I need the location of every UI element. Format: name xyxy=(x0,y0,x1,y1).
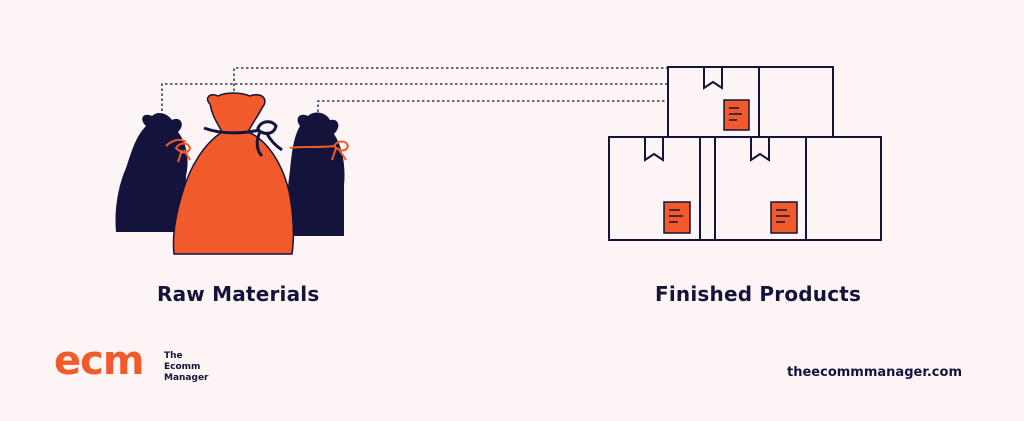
box-left-label-icon xyxy=(663,201,691,234)
connector-right-bag xyxy=(317,100,668,117)
box-bottom-right xyxy=(714,136,882,241)
raw-material-bag-left xyxy=(115,113,192,232)
connector-lines xyxy=(161,67,668,117)
raw-materials-label: Raw Materials xyxy=(157,282,320,306)
brand-name-line2: Ecomm xyxy=(164,362,201,372)
site-url: theecommmanager.com xyxy=(787,365,962,380)
brand-name: The Ecomm Manager xyxy=(164,351,209,384)
raw-material-bag-front xyxy=(172,92,295,255)
box-top xyxy=(667,66,834,138)
brand-name-line1: The xyxy=(164,351,183,361)
raw-material-bag-right xyxy=(282,112,350,236)
connector-left-bag xyxy=(161,83,668,116)
box-top-label-icon xyxy=(723,99,750,131)
box-right-label-icon xyxy=(770,201,798,234)
brand-mark: ecm xyxy=(54,338,145,384)
connector-center-bag xyxy=(233,67,668,96)
finished-products-boxes xyxy=(608,66,882,241)
finished-products-label: Finished Products xyxy=(655,282,862,306)
box-label-icons xyxy=(663,99,798,234)
brand-name-line3: Manager xyxy=(164,373,209,383)
